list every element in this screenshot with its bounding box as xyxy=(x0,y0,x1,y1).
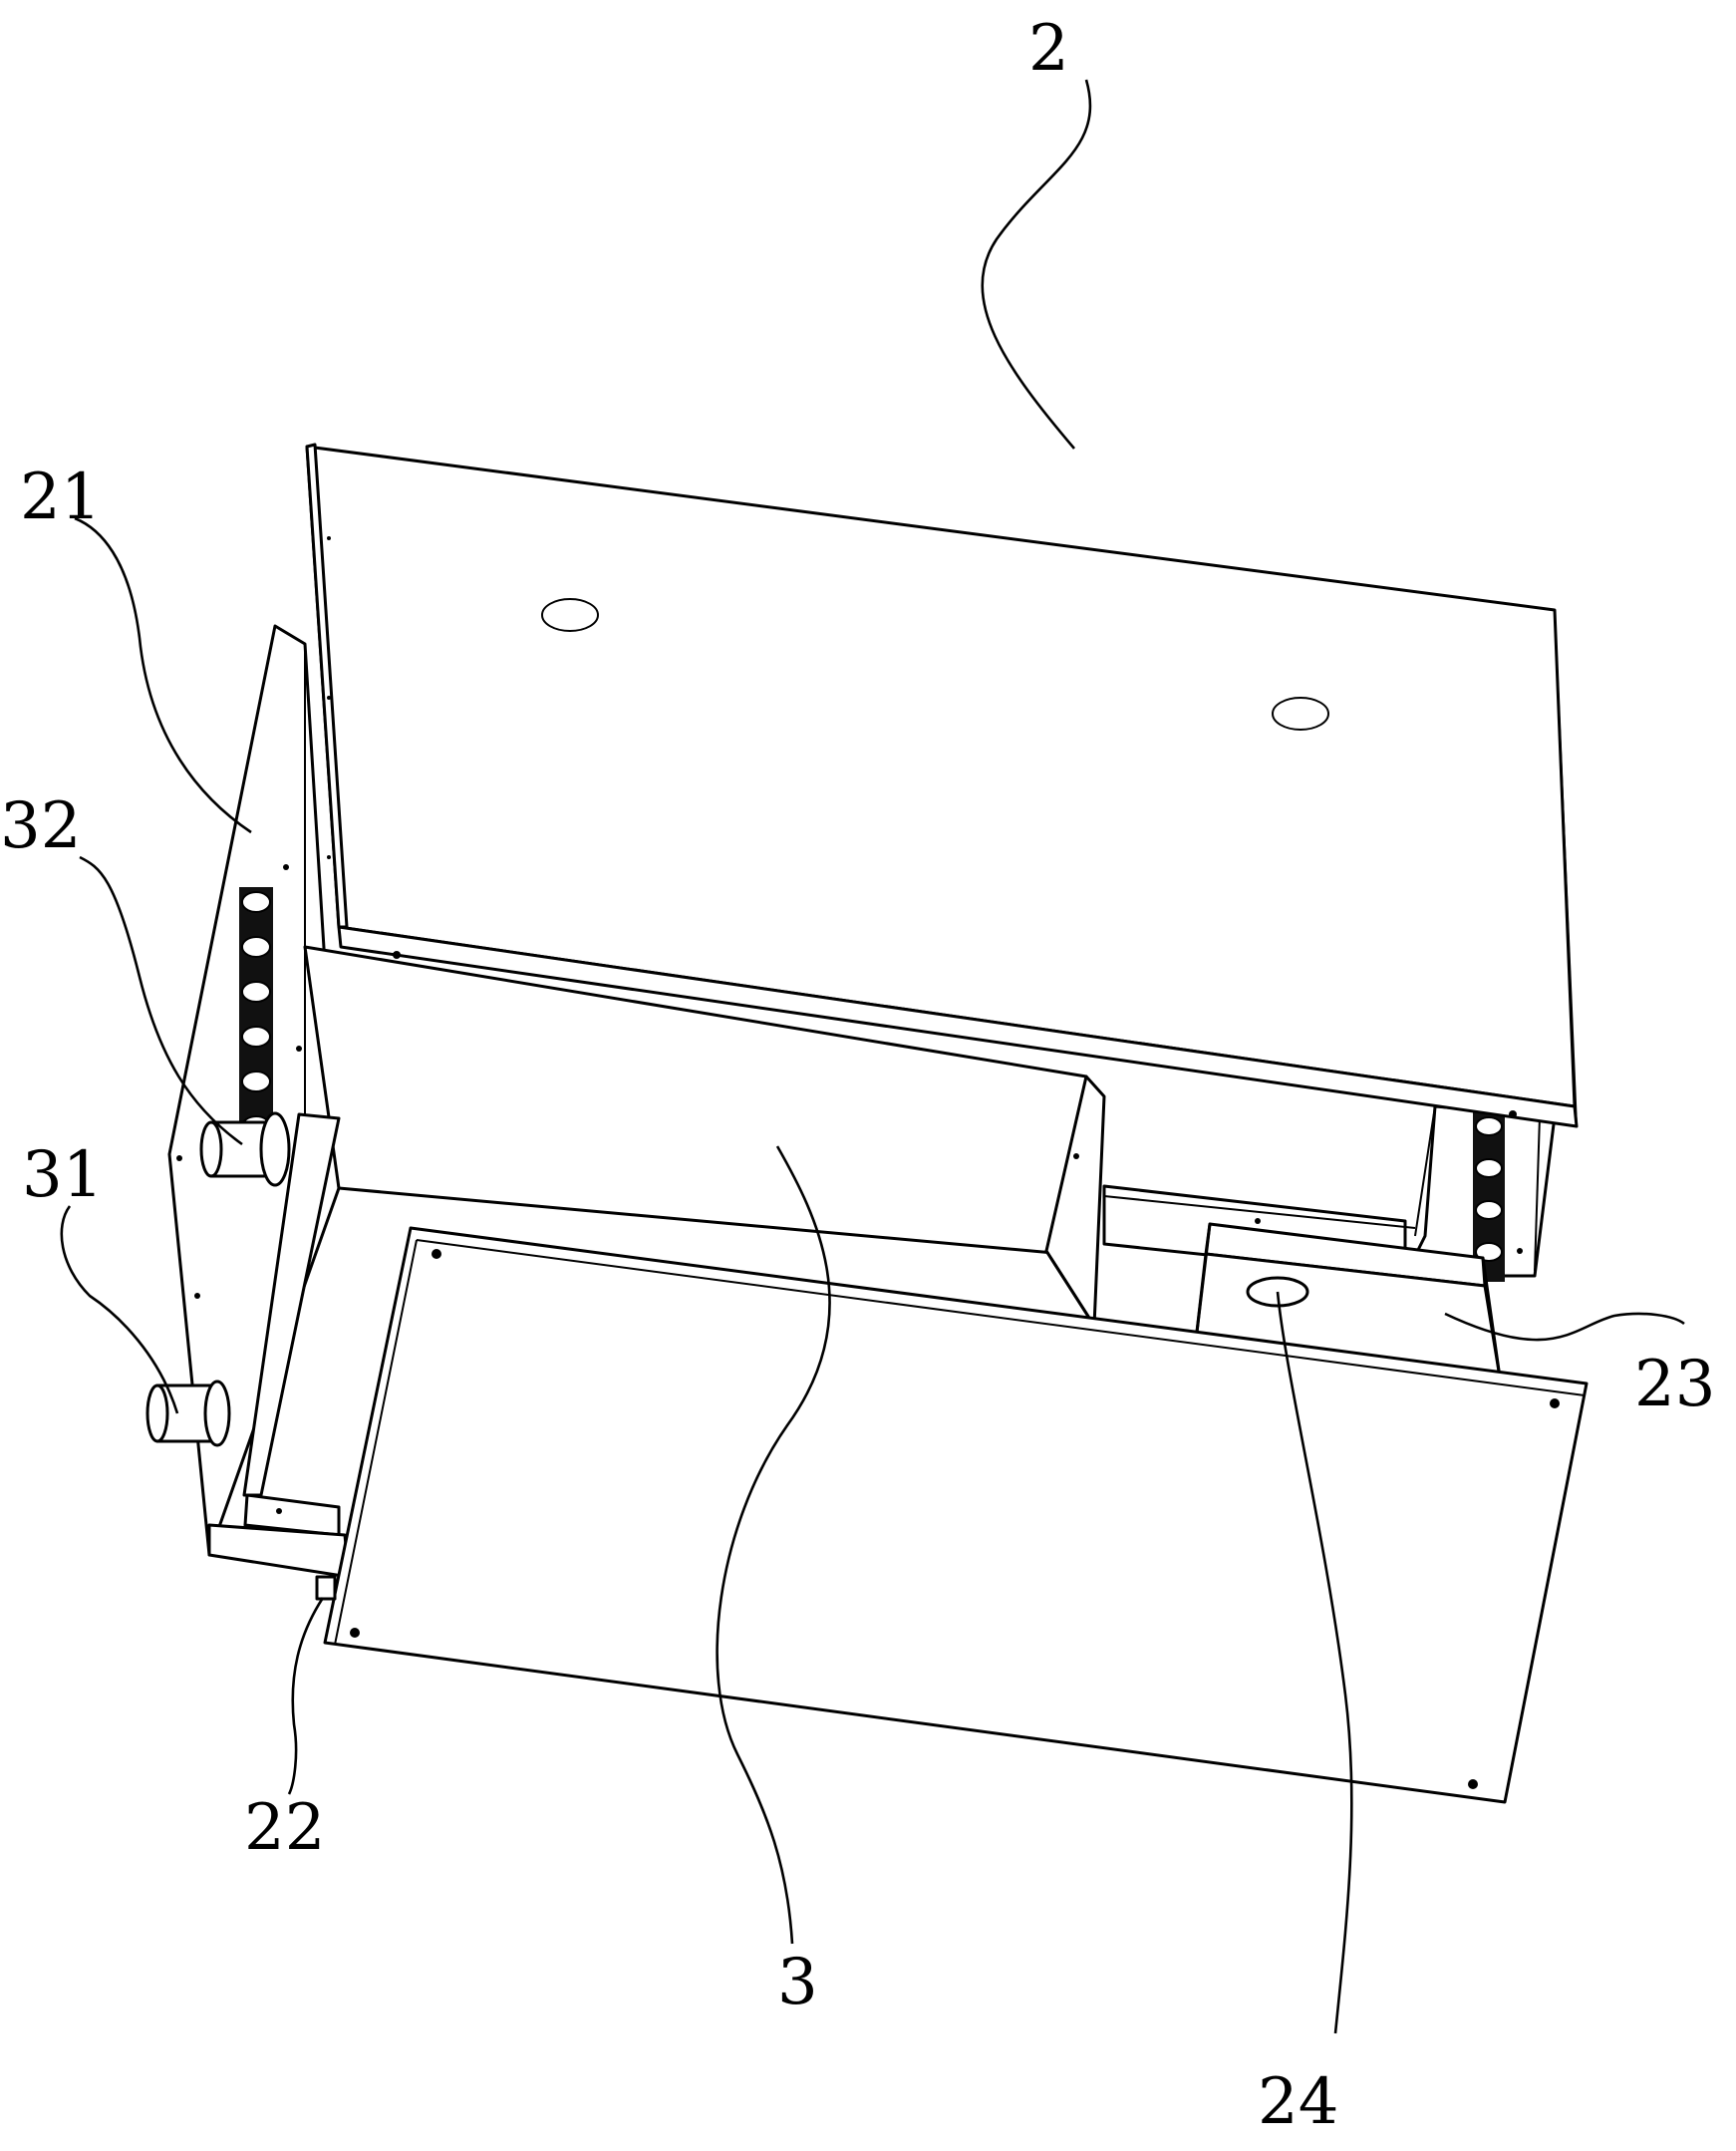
leader-32 xyxy=(79,855,243,1146)
front-panel xyxy=(315,1226,1589,1804)
pipe-31 xyxy=(145,1380,231,1447)
leader-3 xyxy=(716,1145,831,1945)
leader-23 xyxy=(1444,1312,1685,1342)
leader-2 xyxy=(981,79,1092,450)
label-2: 2 xyxy=(1028,12,1069,86)
leader-21 xyxy=(74,516,252,834)
leader-31 xyxy=(60,1205,179,1414)
label-32: 32 xyxy=(0,789,81,863)
hinge-22 xyxy=(315,1575,337,1601)
leader-lines xyxy=(60,79,1685,2034)
label-21: 21 xyxy=(20,461,101,534)
label-31: 31 xyxy=(22,1138,103,1212)
label-3: 3 xyxy=(777,1946,818,2019)
label-22: 22 xyxy=(244,1791,325,1865)
pipe-32 xyxy=(199,1111,291,1187)
leader-22 xyxy=(287,1597,325,1795)
right-coil-springs xyxy=(1473,1112,1505,1282)
label-24: 24 xyxy=(1258,2065,1338,2139)
leader-24 xyxy=(1276,1291,1353,2034)
reference-labels: 2 21 32 31 23 22 3 24 xyxy=(0,12,1715,2139)
left-tray xyxy=(207,1112,351,1579)
top-lid xyxy=(305,443,1579,1128)
label-23: 23 xyxy=(1634,1348,1715,1421)
